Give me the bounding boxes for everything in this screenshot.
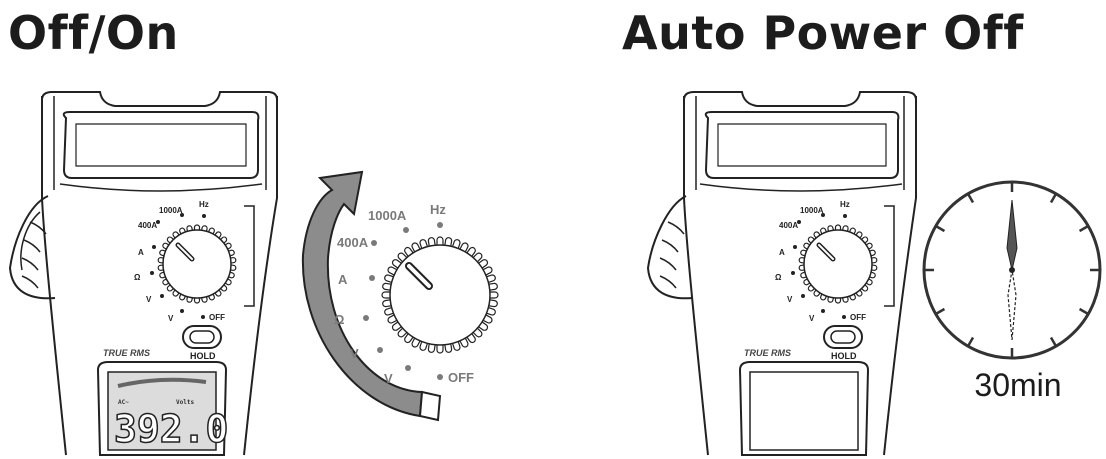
true-rms-label-right: TRUE RMS: [744, 348, 791, 358]
lcd-left-tag: AC~: [118, 399, 129, 406]
r-label-1000a: 1000A: [800, 206, 824, 215]
dial-labels-large: 1000A Hz 400A A Ω V V OFF: [334, 202, 474, 386]
big-label-v-ac: V: [384, 371, 393, 386]
r-label-off: OFF: [850, 313, 866, 322]
clock-tick: [1078, 224, 1089, 233]
lcd-right-tag: Volts: [176, 399, 194, 406]
clock-tick: [935, 307, 946, 316]
label-400a: 400A: [138, 221, 157, 230]
big-label-1000a: 1000A: [368, 208, 407, 223]
rotary-dial-small-right: [798, 224, 878, 304]
big-label-ohm: Ω: [334, 312, 344, 327]
label-hz: Hz: [199, 200, 209, 209]
big-label-off: OFF: [448, 370, 474, 385]
clamp-meter-right: 1000A Hz 400A A Ω V V OFF HOLD TRUE RMS: [646, 91, 917, 456]
clock-tick: [1049, 193, 1058, 204]
label-v-dc: V: [146, 295, 152, 304]
r-label-hz: Hz: [840, 200, 850, 209]
r-label-v-ac: V: [809, 314, 815, 323]
label-v-ac: V: [168, 314, 174, 323]
rotary-dial-large: [381, 236, 499, 354]
timer-label: 30min: [974, 367, 1061, 403]
big-label-400a: 400A: [337, 235, 369, 250]
hold-label-right: HOLD: [831, 351, 857, 361]
big-label-hz: Hz: [430, 202, 446, 217]
label-ohm: Ω: [134, 273, 141, 282]
label-1000a: 1000A: [159, 206, 183, 215]
big-label-v-dc: V: [350, 346, 359, 361]
r-label-a: A: [779, 248, 785, 257]
r-label-v-dc: V: [787, 295, 793, 304]
true-rms-label-left: TRUE RMS: [103, 348, 150, 358]
clamp-meter-left: 1000A Hz 400A A Ω V V OFF HOLD TRUE RMS …: [8, 91, 278, 456]
dial-labels-left: 1000A Hz 400A A Ω V V OFF: [134, 200, 225, 323]
r-label-400a: 400A: [779, 221, 798, 230]
rotary-dial-small-left: [157, 224, 237, 304]
clock-tick: [1078, 307, 1089, 316]
clock-tick: [966, 336, 975, 347]
clock-tick: [966, 193, 975, 204]
lcd-reading: 392.0: [114, 407, 228, 451]
label-a: A: [138, 248, 144, 257]
lcd-blank: [738, 361, 870, 456]
heading-off-on: Off/On: [8, 6, 179, 60]
hold-label-left: HOLD: [190, 351, 216, 361]
clock-tick: [1049, 336, 1058, 347]
rotate-arrow: [301, 170, 424, 418]
r-label-ohm: Ω: [775, 273, 782, 282]
big-label-a: A: [338, 272, 348, 287]
clock-tick: [935, 224, 946, 233]
lcd-display: AC~ Volts 392.0: [96, 361, 229, 456]
heading-auto-power-off: Auto Power Off: [622, 6, 1024, 60]
label-off: OFF: [209, 313, 225, 322]
clock-timer: [922, 180, 1102, 360]
dial-labels-right: 1000A Hz 400A A Ω V V OFF: [775, 200, 866, 323]
